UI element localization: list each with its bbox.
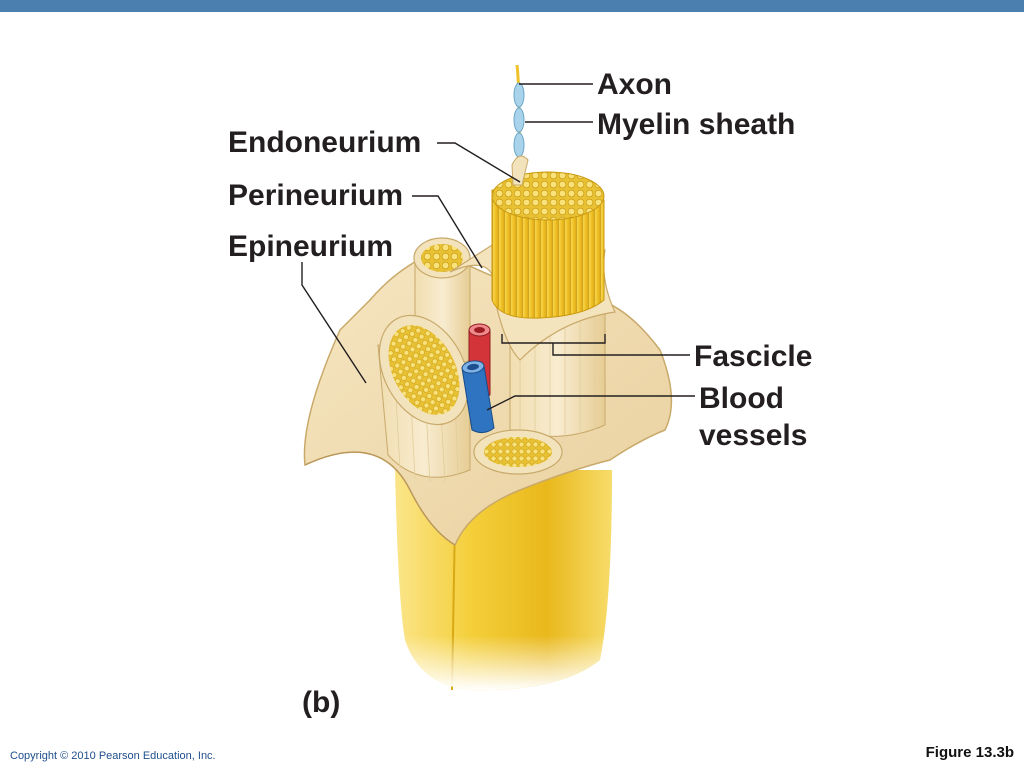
endoneurium-leader [437, 142, 521, 183]
label-axon: Axon [597, 68, 672, 101]
label-epineurium: Epineurium [228, 230, 394, 263]
label-blood-vessels-line2: vessels [699, 419, 808, 452]
fascicle-top-left-cross-section [421, 244, 463, 272]
fascicle-lower-cross-section [484, 437, 552, 467]
blood-vessels [461, 323, 495, 434]
leader-lines [301, 83, 695, 411]
epineurium-leader [301, 262, 367, 384]
header-bar [0, 0, 1024, 12]
blood-vessels-leader [486, 395, 695, 411]
label-perineurium: Perineurium [228, 179, 404, 212]
myelinated-axon [511, 64, 529, 186]
fascicle-bracket [501, 334, 690, 356]
panel-label: (b) [302, 686, 341, 719]
axon-bundle-cross-section [491, 171, 605, 221]
label-blood-vessels-line1: Blood [699, 382, 784, 415]
perineurium-leader [412, 195, 483, 269]
fascicle-front-left-cross-section [388, 325, 460, 415]
figure-number: Figure 13.3b [925, 744, 1014, 761]
label-fascicle: Fascicle [694, 340, 813, 373]
axon-bundle [491, 189, 605, 319]
label-myelin-sheath: Myelin sheath [597, 108, 796, 141]
label-endoneurium: Endoneurium [228, 126, 422, 159]
copyright-text: Copyright © 2010 Pearson Education, Inc. [10, 750, 216, 762]
